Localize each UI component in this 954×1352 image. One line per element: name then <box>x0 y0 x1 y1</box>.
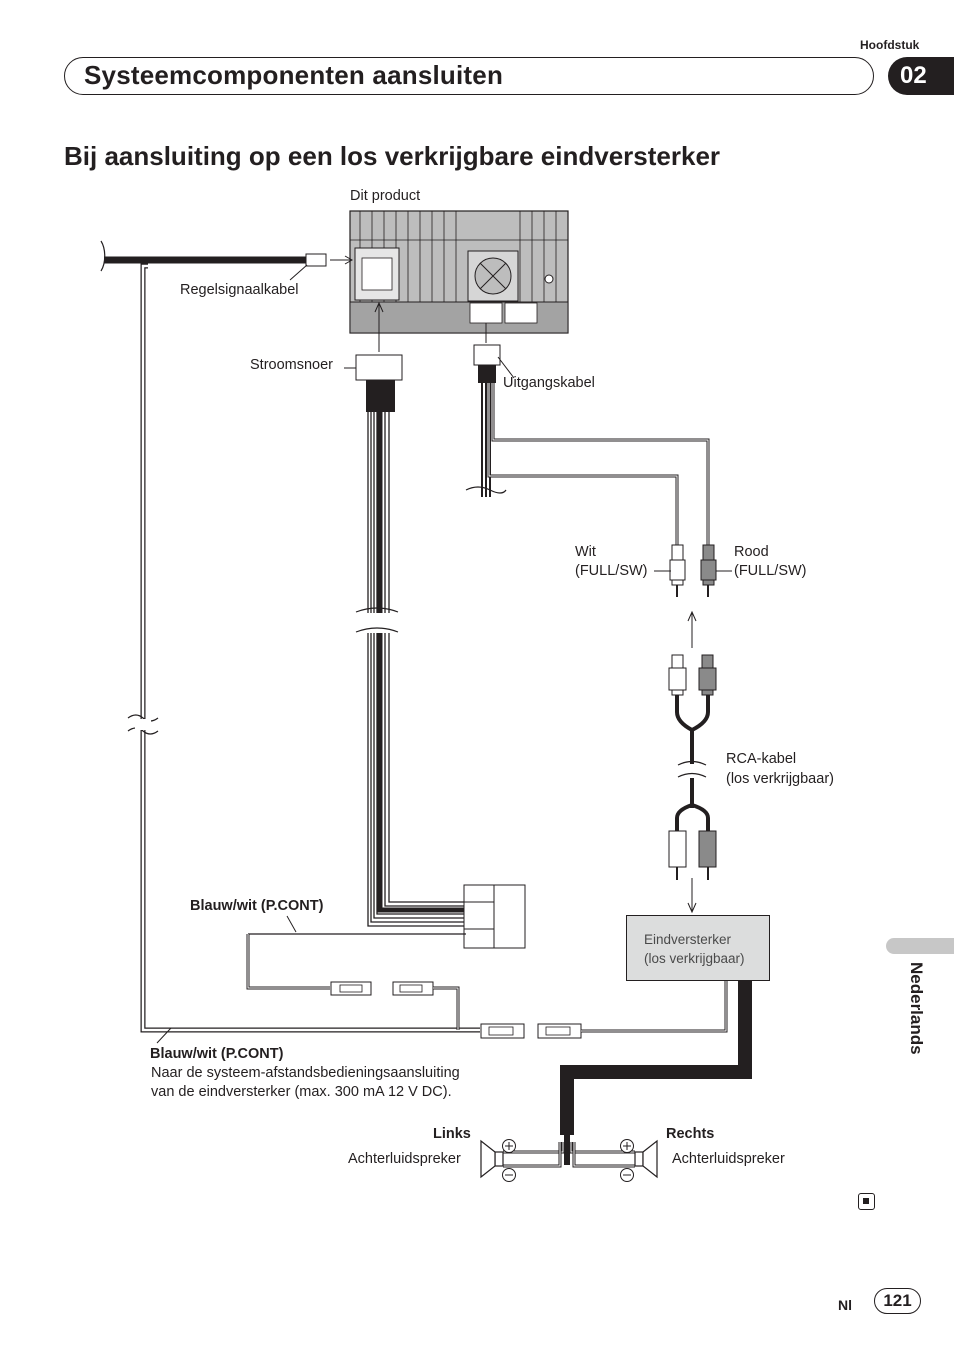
label-right-speaker: Achterluidspreker <box>672 1151 785 1167</box>
amplifier-label: Eindversterker <box>644 932 732 947</box>
head-unit-illustration <box>349 210 569 334</box>
language-label: Nederlands <box>907 962 926 1055</box>
label-product: Dit product <box>350 188 421 204</box>
section-title: Bij aansluiting op een los verkrijgbare … <box>64 141 721 171</box>
label-rca-cable-sub: (los verkrijgbaar) <box>726 771 834 787</box>
label-left-speaker: Achterluidspreker <box>348 1151 461 1167</box>
label-blue-white-2: Blauw/wit (P.CONT) <box>150 1046 284 1062</box>
amplifier-sub-label: (los verkrijgbaar) <box>644 951 745 966</box>
footer-lang-code: Nl <box>838 1297 852 1313</box>
chapter-title-bar <box>64 57 874 95</box>
control-signal-cable <box>100 240 354 281</box>
section-end-icon <box>858 1193 875 1210</box>
chapter-number-badge: 02 <box>888 57 954 95</box>
power-cord <box>246 301 526 990</box>
remote-note-line-2: van de eindversterker (max. 300 mA 12 V … <box>151 1084 452 1100</box>
label-white: Wit <box>575 544 596 560</box>
label-control-cable: Regelsignaalkabel <box>180 282 299 298</box>
label-red-sub: (FULL/SW) <box>734 563 807 579</box>
label-rca-cable: RCA-kabel <box>726 751 797 767</box>
right-speaker-icon <box>620 1139 658 1182</box>
label-output-cable: Uitgangskabel <box>503 375 595 391</box>
label-left: Links <box>433 1126 471 1142</box>
page-number: 121 <box>874 1288 921 1314</box>
amplifier-box: Eindversterker (los verkrijgbaar) <box>626 915 770 981</box>
output-cable <box>465 323 710 545</box>
label-blue-white-1: Blauw/wit (P.CONT) <box>190 898 324 914</box>
output-rca-plugs <box>654 544 732 648</box>
label-right: Rechts <box>666 1126 715 1142</box>
blue-white-remote-wire <box>127 263 480 1044</box>
language-tab <box>886 938 954 954</box>
speaker-cable <box>503 981 752 1168</box>
chapter-label: Hoofdstuk <box>860 38 920 52</box>
label-power-cord: Stroomsnoer <box>250 357 334 373</box>
remote-wire-connectors <box>330 981 728 1039</box>
rca-cable <box>668 654 717 914</box>
chapter-title: Systeemcomponenten aansluiten <box>84 60 504 90</box>
remote-note-line-1: Naar de systeem-afstandsbedieningsaanslu… <box>151 1065 460 1081</box>
label-red: Rood <box>734 544 769 560</box>
left-speaker-icon <box>480 1139 516 1182</box>
label-white-sub: (FULL/SW) <box>575 563 648 579</box>
